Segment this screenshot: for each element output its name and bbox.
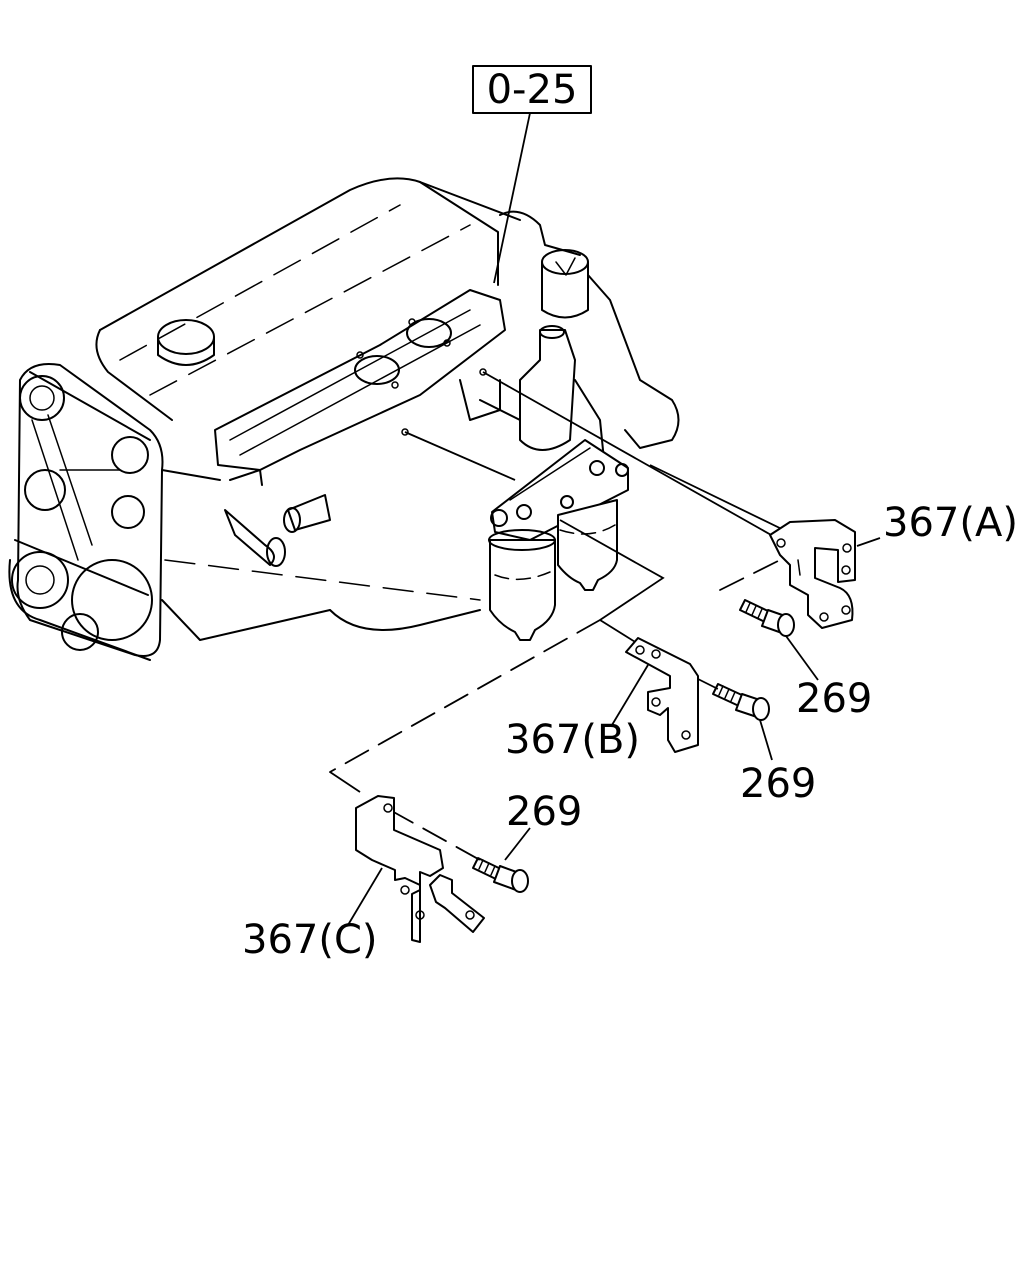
reference-leader (493, 112, 531, 284)
bolt-c-label: 269 (506, 789, 582, 835)
engine-block (8, 177, 680, 661)
bracket-b[interactable] (625, 637, 699, 753)
bolt-b[interactable] (712, 683, 770, 721)
bracket-c[interactable] (355, 795, 485, 943)
bolt-a[interactable] (739, 599, 795, 637)
bolt-a-leader (785, 635, 819, 681)
bolt-c-leader (504, 827, 531, 861)
bolt-a-label: 269 (796, 676, 872, 722)
reference-box[interactable]: 0-25 (472, 65, 592, 114)
bolt-b-leader (759, 719, 773, 761)
bolt-c[interactable] (472, 857, 529, 893)
bracket-a-label: 367(A) (883, 500, 1018, 546)
bracket-b-label: 367(B) (505, 717, 640, 763)
bracket-b-leader (611, 664, 649, 726)
bracket-c-label: 367(C) (242, 917, 378, 963)
bracket-c-leader (347, 867, 383, 926)
reference-label: 0-25 (487, 67, 578, 113)
bracket-a[interactable] (769, 519, 856, 629)
connection-lines (329, 368, 791, 861)
bracket-a-leader (856, 537, 881, 547)
bolt-b-label: 269 (740, 761, 816, 807)
